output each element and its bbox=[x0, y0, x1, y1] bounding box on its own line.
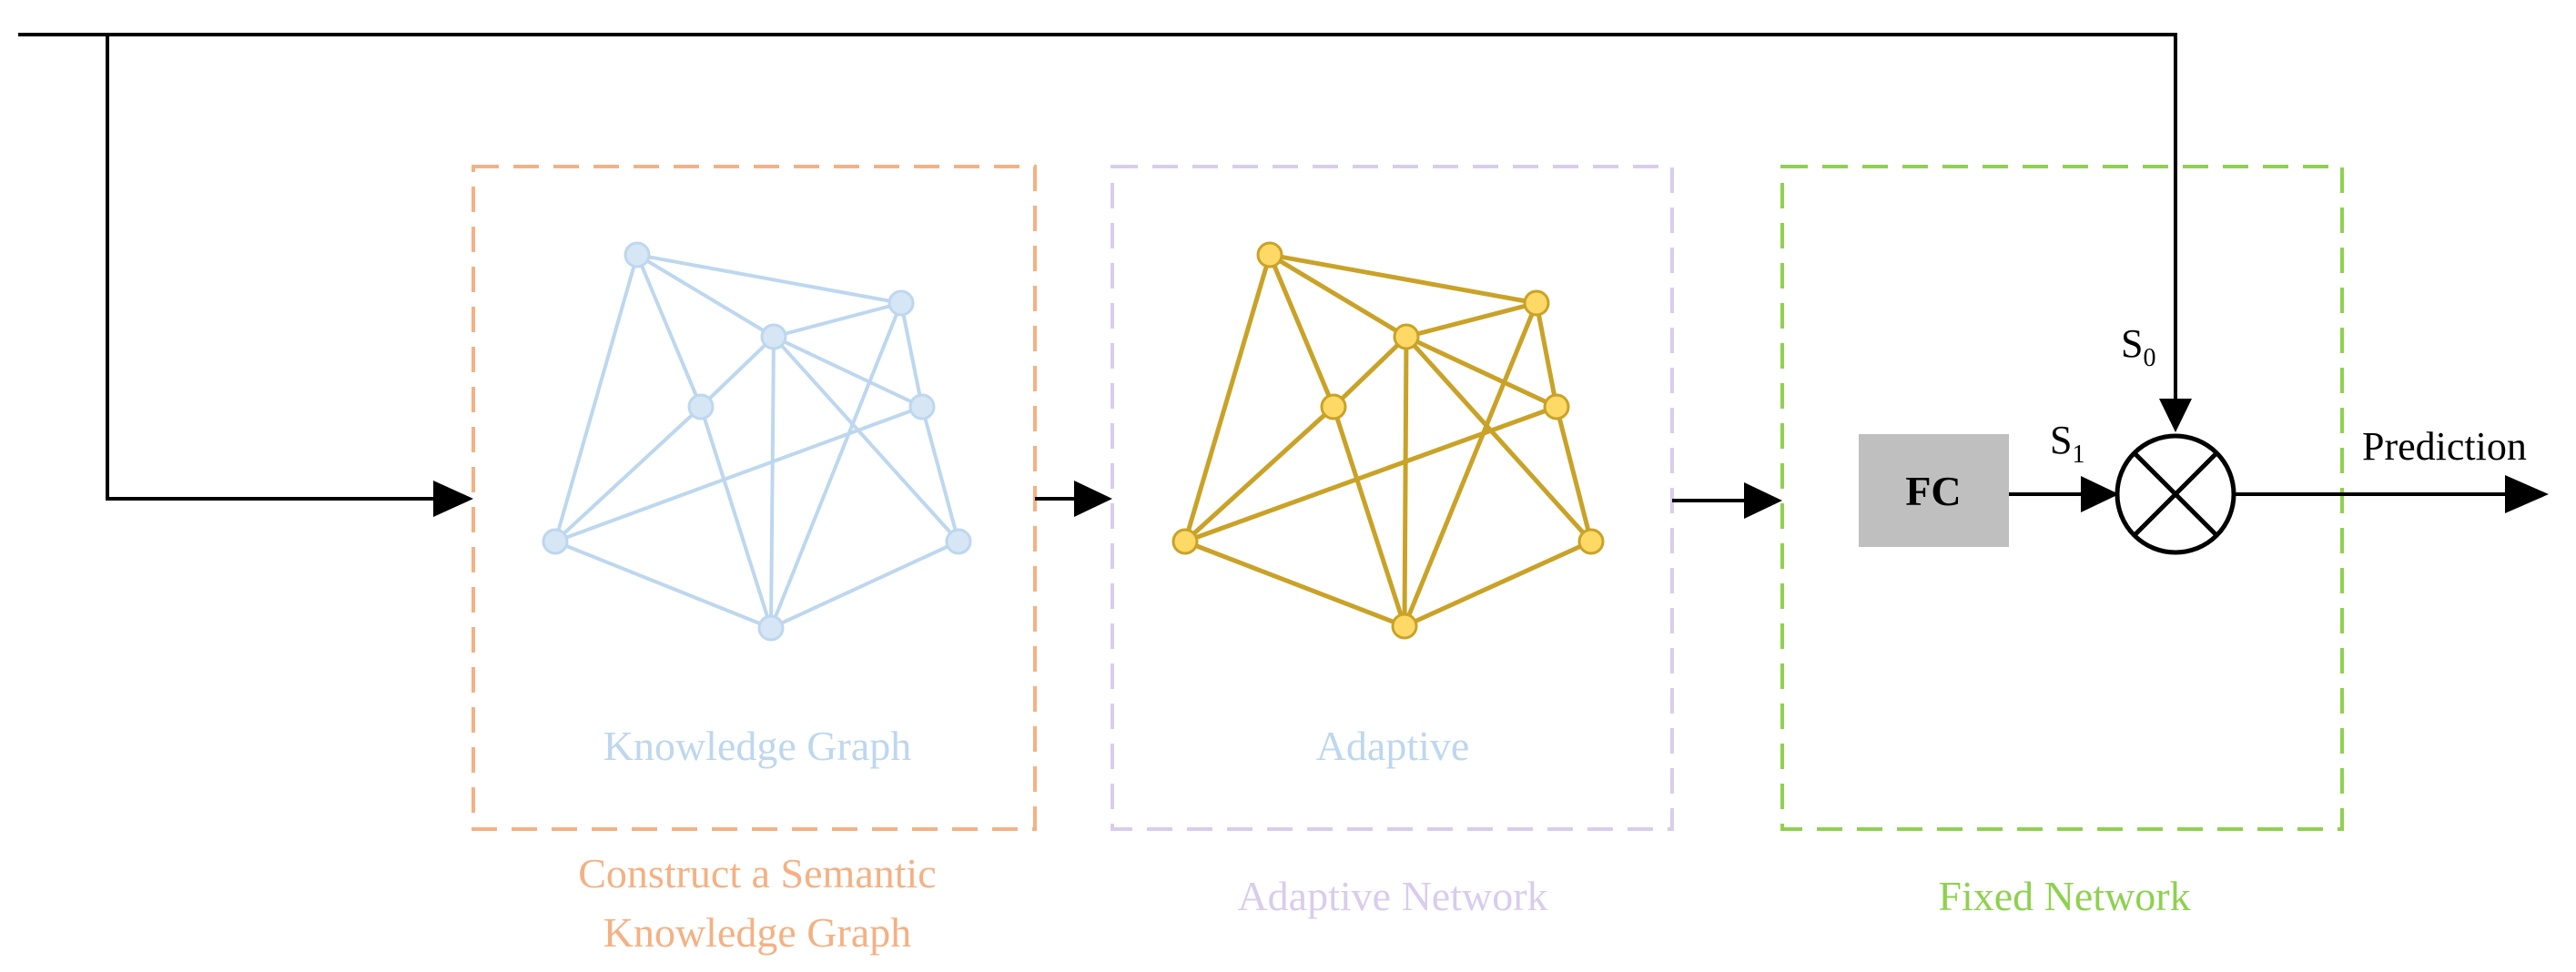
adaptive-inner-label: Adaptive bbox=[1316, 723, 1470, 769]
adaptive-network-box bbox=[1111, 165, 1674, 831]
fixed-network-box bbox=[1780, 165, 2344, 831]
knowledge-graph-caption-line2: Knowledge Graph bbox=[603, 909, 912, 956]
fc-label: FC bbox=[1905, 468, 1961, 514]
adaptive-network-caption: Adaptive Network bbox=[1237, 873, 1547, 919]
adaptive-graph-nodes bbox=[1171, 241, 1605, 640]
fixed-network-caption: Fixed Network bbox=[1938, 873, 2190, 919]
knowledge-graph-network bbox=[553, 253, 960, 630]
skip-arrowhead bbox=[2159, 399, 2192, 432]
knowledge-graph-caption-line1: Construct a Semantic bbox=[578, 850, 936, 896]
prediction-label: Prediction bbox=[2362, 424, 2527, 469]
input-arrowhead bbox=[433, 481, 473, 517]
output-arrowhead bbox=[2505, 475, 2549, 513]
knowledge-graph-nodes bbox=[542, 241, 972, 642]
fc-block bbox=[1859, 434, 2009, 547]
adaptive-graph-network bbox=[1182, 252, 1594, 629]
fc-to-operator-arrowhead bbox=[2081, 476, 2119, 512]
skip-connection-line bbox=[18, 33, 2177, 400]
s0-label: S0 bbox=[2121, 321, 2155, 372]
input-line bbox=[106, 35, 439, 501]
kg-to-adaptive-arrowhead bbox=[1074, 481, 1112, 517]
s1-label: S1 bbox=[2050, 418, 2084, 469]
knowledge-graph-inner-label: Knowledge Graph bbox=[603, 723, 912, 769]
circled-times-icon bbox=[2115, 433, 2236, 555]
adaptive-to-fixed-arrowhead bbox=[1744, 482, 1782, 519]
